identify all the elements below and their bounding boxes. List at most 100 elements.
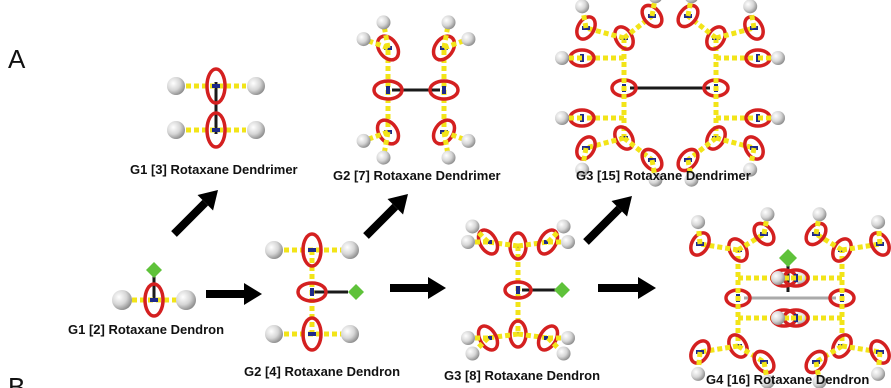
ring-core-bar	[308, 248, 316, 252]
linker-chain	[622, 14, 654, 40]
macrocycle-ring	[705, 25, 727, 51]
panel-letter-a: A	[8, 44, 26, 74]
macrocycle-ring	[476, 228, 500, 256]
stopper-ball	[685, 0, 698, 4]
focal-point-diamond	[779, 249, 797, 267]
stopper-ball	[247, 121, 265, 139]
g3-dendron-structure	[461, 219, 575, 361]
stopper-ball	[771, 311, 785, 325]
stopper-ball	[691, 366, 706, 381]
macrocycle-ring	[752, 221, 776, 247]
focal-point-diamond	[554, 282, 570, 298]
reaction-arrow-head	[611, 196, 632, 217]
macrocycle-ring	[575, 135, 597, 161]
g3-dendrimer-structure	[555, 0, 785, 187]
linker-chain	[362, 129, 389, 144]
panel-letter-b: B	[8, 372, 26, 388]
macrocycle-ring	[640, 147, 664, 173]
macrocycle-ring	[372, 79, 404, 101]
g2-dendrimer-structure	[356, 15, 476, 165]
macrocycle-ring	[869, 231, 891, 257]
reaction-arrow-head	[428, 277, 446, 299]
stopper-ball	[760, 207, 775, 222]
stopper-ball	[167, 121, 185, 139]
label-g1-dendron: G1 [2] Rotaxane Dendron	[68, 322, 225, 337]
macrocycle-ring	[689, 339, 711, 365]
macrocycle-ring	[689, 231, 711, 257]
macrocycle-ring	[508, 319, 528, 349]
g1-dendrimer-structure	[167, 67, 265, 149]
linker-chain	[487, 239, 519, 249]
reaction-arrow-head	[638, 277, 656, 299]
stopper-ball	[441, 150, 456, 165]
linker-chain	[517, 331, 549, 341]
linker-chain	[699, 343, 739, 355]
linker-chain	[381, 131, 391, 159]
label-g4-dendron: G4 [16] Rotaxane Dendron	[706, 372, 870, 387]
reaction-arrow-shaft	[171, 199, 209, 237]
g4-dendron-structure	[689, 207, 891, 388]
macrocycle-ring	[296, 281, 328, 303]
macrocycle-ring	[536, 324, 560, 352]
macrocycle-ring	[536, 228, 560, 256]
ring-core-bar	[150, 298, 158, 302]
macrocycle-ring	[804, 221, 828, 247]
linker-chain	[736, 231, 766, 253]
linker-chain	[736, 343, 766, 365]
focal-point-diamond	[146, 262, 162, 278]
ring-core-bar	[212, 128, 220, 132]
linker-chain	[814, 231, 844, 253]
stopper-ball	[575, 0, 590, 14]
ring-core-bar	[212, 84, 220, 88]
stopper-ball	[441, 15, 456, 30]
stopper-ball	[341, 241, 359, 259]
linker-chain	[686, 136, 718, 162]
stopper-ball	[356, 32, 371, 47]
stopper-ball	[771, 111, 785, 125]
stopper-ball	[265, 325, 283, 343]
stopper-ball	[556, 219, 571, 234]
stopper-ball	[812, 374, 827, 388]
macrocycle-ring	[613, 125, 635, 151]
macrocycle-ring	[431, 34, 457, 62]
stopper-ball	[465, 219, 480, 234]
linker-chain	[443, 129, 470, 144]
stopper-ball	[771, 271, 785, 285]
macrocycle-ring	[476, 324, 500, 352]
linker-chain	[685, 0, 694, 17]
stopper-ball	[167, 77, 185, 95]
linker-chain	[814, 343, 844, 365]
label-g2-dendron: G2 [4] Rotaxane Dendron	[244, 364, 401, 379]
stopper-ball	[649, 0, 662, 4]
macrocycle-ring	[301, 316, 323, 352]
linker-chain	[686, 14, 718, 40]
stopper-ball	[556, 346, 571, 361]
stopper-ball	[561, 331, 575, 345]
macrocycle-ring	[301, 232, 323, 268]
stopper-ball	[341, 325, 359, 343]
stopper-ball	[461, 32, 476, 47]
stopper-ball	[812, 207, 827, 222]
stopper-ball	[356, 133, 371, 148]
linker-chain	[487, 331, 519, 341]
linker-chain	[622, 136, 654, 162]
reaction-arrow-head	[387, 194, 408, 215]
stopper-ball	[743, 162, 758, 177]
stopper-ball	[461, 235, 475, 249]
stopper-ball	[112, 290, 132, 310]
linker-chain	[841, 241, 881, 253]
stopper-ball	[376, 15, 391, 30]
focal-point-diamond	[348, 284, 364, 300]
linker-chain	[441, 21, 451, 49]
macrocycle-ring	[640, 3, 664, 29]
stopper-ball	[871, 366, 886, 381]
macrocycle-ring	[575, 15, 597, 41]
linker-chain	[585, 135, 625, 151]
linker-chain	[443, 36, 470, 51]
linker-chain	[441, 131, 451, 159]
reaction-arrow-head	[244, 283, 262, 305]
stopper-ball	[871, 215, 886, 230]
ring-core-bar	[442, 86, 446, 94]
ring-core-bar	[516, 286, 520, 294]
